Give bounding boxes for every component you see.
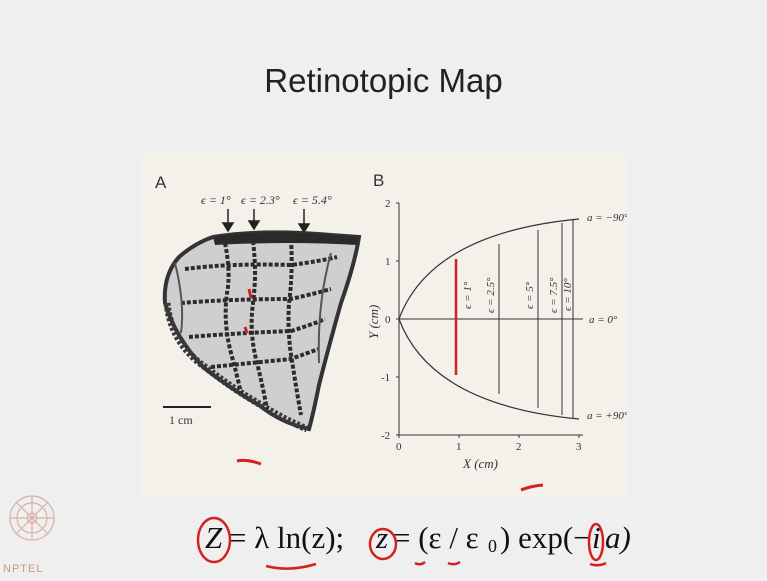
y-tick-label: -1 [381, 372, 390, 384]
panel-b-plot: 2 1 0 -1 -2 0 1 2 3 X (cm) Y (cm) ϵ = 1°… [366, 198, 627, 492]
nptel-logo-text: NPTEL [3, 563, 44, 575]
curve-label-1: ϵ = 1° [462, 281, 474, 309]
formula-annotations [196, 516, 607, 570]
formula-eq2: = (ε / ε [393, 520, 479, 555]
y-tick-label: 1 [385, 256, 391, 268]
x-tick-label: 0 [396, 441, 402, 453]
curve-label-5: ϵ = 10° [562, 278, 574, 311]
formula-sub0: 0 [488, 536, 497, 556]
formula-a: a) [605, 520, 631, 555]
x-axis-label: X (cm) [462, 456, 498, 471]
slide-title: Retinotopic Map [264, 62, 503, 99]
y-axis-label: Y (cm) [366, 305, 381, 339]
x-tick-label: 2 [516, 441, 522, 453]
nptel-logo [9, 495, 55, 541]
formula: Z = λ ln(z); z = (ε / ε 0 ) exp(− i a) [140, 516, 660, 570]
x-tick-label: 3 [576, 441, 582, 453]
curve-label-4: ϵ = 7.5° [548, 277, 560, 313]
ecc-label-2: ϵ = 2.3° [241, 193, 280, 207]
x-tick-label: 1 [456, 441, 462, 453]
formula-Z: Z [205, 520, 223, 555]
ecc-label-3: ϵ = 5.4° [293, 193, 332, 207]
curve-label-3: ϵ = 5° [524, 281, 536, 309]
panel-a-drawing [162, 209, 362, 466]
curve-label-2: ϵ = 2.5° [485, 277, 497, 313]
angle-label-bottom: a = +90° [587, 410, 627, 422]
scale-bar-label: 1 cm [169, 413, 193, 427]
y-tick-label: 2 [385, 198, 391, 210]
panel-b-label: B [373, 171, 385, 190]
formula-i: i [592, 520, 601, 555]
y-tick-label: -2 [381, 430, 390, 442]
y-tick-label: 0 [385, 314, 391, 326]
panel-a-label: A [155, 173, 167, 192]
figure: A ϵ = 1° ϵ = 2.3° ϵ = 5.4° [141, 153, 627, 498]
ecc-label-1: ϵ = 1° [201, 193, 231, 207]
formula-eq1: = λ ln(z); [229, 520, 345, 555]
formula-eq3: ) exp(− [500, 520, 591, 555]
angle-label-top: a = −90° [587, 212, 627, 224]
angle-label-mid: a = 0° [589, 314, 618, 326]
